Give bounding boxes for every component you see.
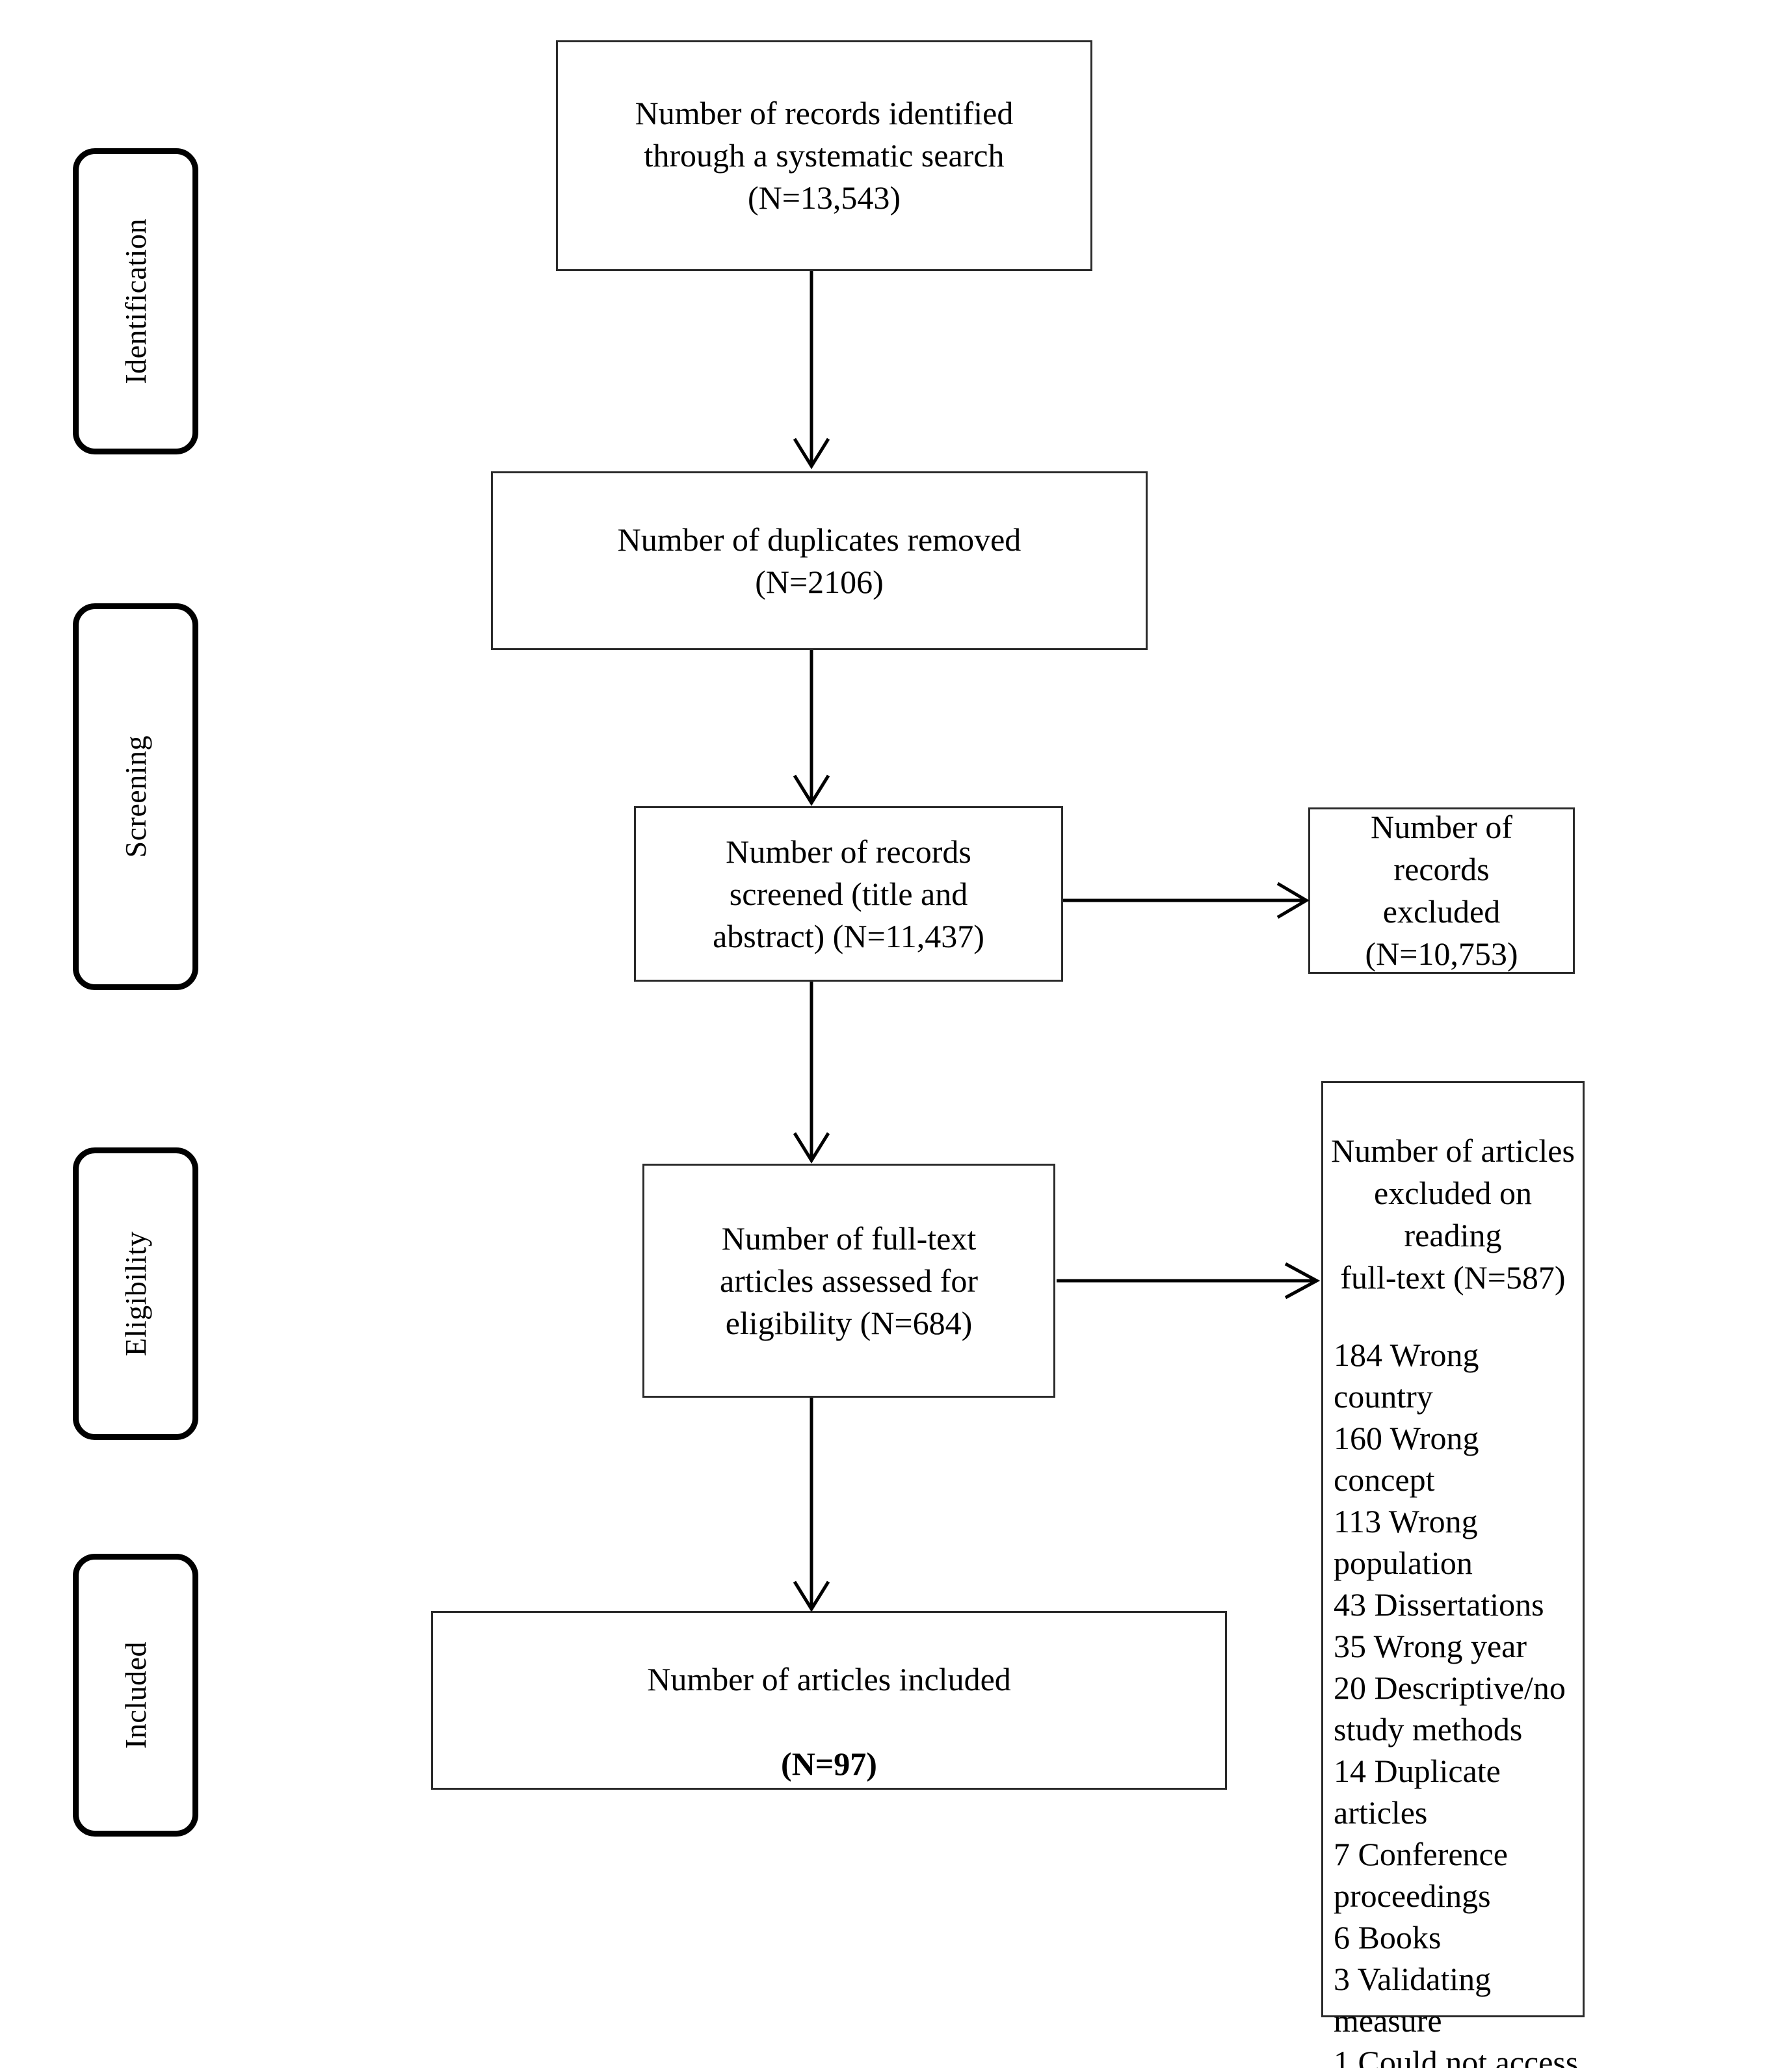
box-records-screened-text: Number of records screened (title and ab… (713, 833, 984, 954)
exclusion-reason-item: 113 Wrong population (1334, 1503, 1478, 1581)
exclusion-reason-item: 184 Wrong country (1334, 1337, 1479, 1415)
stage-pill-included: Included (73, 1554, 198, 1837)
exclusion-reason-list: 184 Wrong country 160 Wrong concept 113 … (1323, 1334, 1583, 2068)
arrow-screened-to-fulltext (793, 982, 830, 1164)
box-articles-included-text: Number of articles included (N=97) (638, 1616, 1020, 1785)
arrow-identified-to-duplicates (793, 271, 830, 469)
arrow-screened-to-records-excluded (1063, 882, 1310, 919)
box-articles-included-line2: (N=97) (781, 1745, 877, 1782)
stage-label-screening: Screening (118, 735, 152, 858)
stage-label-included: Included (118, 1642, 152, 1749)
arrow-fulltext-to-included (793, 1398, 830, 1612)
box-duplicates-removed-text: Number of duplicates removed (N=2106) (617, 521, 1021, 600)
exclusion-reason-item: 14 Duplicate articles (1334, 1753, 1501, 1831)
exclusion-reason-item: 6 Books (1334, 1919, 1442, 1956)
box-articles-included-line1: Number of articles included (647, 1660, 1011, 1697)
exclusion-reason-item: 35 Wrong year (1334, 1628, 1527, 1664)
box-records-identified-text: Number of records identified through a s… (635, 95, 1014, 216)
exclusion-reason-item: 20 Descriptive/no study methods (1334, 1669, 1566, 1747)
stage-pill-identification: Identification (73, 148, 198, 454)
stage-label-identification: Identification (118, 218, 152, 384)
arrow-duplicates-to-screened (793, 650, 830, 806)
exclusion-reason-item: 160 Wrong concept (1334, 1420, 1479, 1498)
box-records-excluded: Number of records excluded (N=10,753) (1308, 807, 1575, 974)
stage-label-eligibility: Eligibility (118, 1231, 152, 1357)
arrow-fulltext-to-articles-excluded (1057, 1262, 1321, 1300)
box-duplicates-removed: Number of duplicates removed (N=2106) (491, 471, 1148, 650)
box-records-identified: Number of records identified through a s… (556, 40, 1092, 271)
stage-pill-screening: Screening (73, 603, 198, 990)
exclusion-reason-item: 1 Could not access full text (1334, 2044, 1579, 2068)
box-fulltext-assessed-text: Number of full-text articles assessed fo… (719, 1220, 979, 1341)
box-fulltext-assessed: Number of full-text articles assessed fo… (642, 1164, 1055, 1398)
box-records-excluded-text: Number of records excluded (N=10,753) (1365, 809, 1518, 972)
box-articles-excluded-heading: Number of articles excluded on reading f… (1331, 1132, 1575, 1296)
exclusion-reason-item: 3 Validating measure (1334, 1961, 1492, 2039)
exclusion-reason-item: 43 Dissertations (1334, 1586, 1544, 1623)
box-articles-excluded: Number of articles excluded on reading f… (1321, 1081, 1585, 2068)
stage-pill-eligibility: Eligibility (73, 1147, 198, 1440)
box-records-screened: Number of records screened (title and ab… (634, 806, 1063, 982)
exclusion-reason-item: 7 Conference proceedings (1334, 1836, 1508, 1914)
box-articles-included: Number of articles included (N=97) (431, 1611, 1227, 1790)
